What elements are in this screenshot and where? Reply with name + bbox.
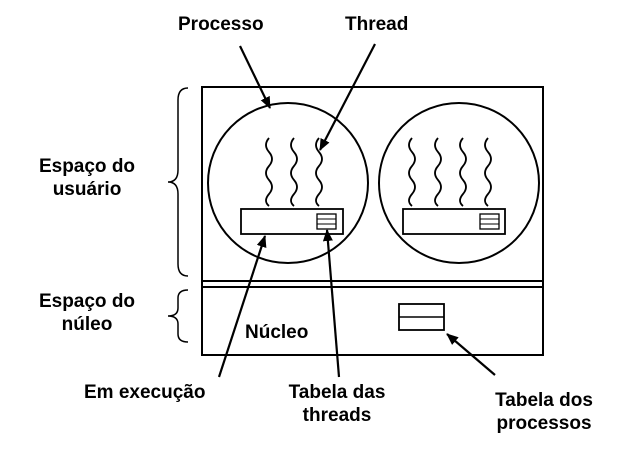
label-kernel-space-line2: núleo: [61, 314, 113, 335]
label-running: Em execução: [84, 382, 206, 403]
label-process-table: Tabela dos processos: [474, 389, 614, 435]
thread-3-squiggle: [315, 137, 323, 207]
thread-table-2: [479, 213, 500, 230]
arrow-thread-table: [322, 229, 341, 378]
thread-6-squiggle: [459, 137, 467, 207]
kernel-space-brace: [167, 289, 189, 343]
process-1-circle: [207, 102, 369, 264]
process-table: [398, 303, 445, 331]
label-thread-table: Tabela das threads: [270, 381, 404, 427]
system-frame: [201, 86, 544, 356]
label-user-space-line1: Espaço do: [38, 156, 136, 177]
label-process: Processo: [178, 14, 264, 35]
label-process-table-line1: Tabela dos: [495, 390, 593, 411]
label-user-space-line2: usuário: [52, 179, 122, 200]
process-2-circle: [378, 102, 540, 264]
thread-7-squiggle: [484, 137, 492, 207]
label-thread-table-line2: threads: [302, 405, 372, 426]
thread-5-squiggle: [434, 137, 442, 207]
arrow-thread: [319, 43, 376, 151]
label-kernel: Núcleo: [245, 322, 309, 343]
process-1: [207, 102, 369, 264]
arrow-process: [239, 45, 271, 109]
label-kernel-space: Espaço do núleo: [28, 290, 146, 336]
thread-2-squiggle: [290, 137, 298, 207]
label-process-table-line2: processos: [496, 413, 592, 434]
process-1-runtime-box: [240, 208, 344, 235]
process-2: [378, 102, 540, 264]
arrow-running: [217, 235, 267, 378]
thread-table-1: [316, 213, 337, 230]
user-space-brace: [167, 87, 189, 277]
label-kernel-space-line1: Espaço do: [38, 291, 136, 312]
label-thread: Thread: [345, 14, 409, 35]
label-user-space: Espaço do usuário: [28, 155, 146, 201]
thread-4-squiggle: [408, 137, 416, 207]
process-2-runtime-box: [402, 208, 506, 235]
arrow-process-table: [446, 333, 496, 376]
label-thread-table-line1: Tabela das: [288, 382, 386, 403]
thread-1-squiggle: [265, 137, 273, 207]
